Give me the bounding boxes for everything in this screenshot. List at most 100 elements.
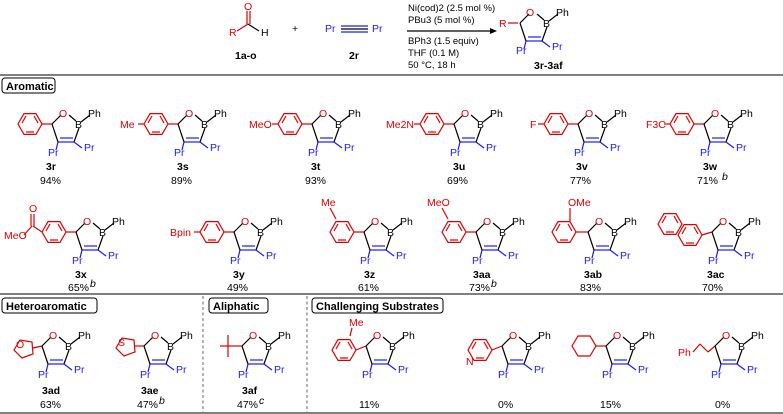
- ring-pr-left: Pr: [472, 255, 483, 267]
- ring-b: B: [525, 341, 532, 353]
- ring-ph: Ph: [642, 330, 655, 342]
- compound-label: 3x: [75, 269, 87, 281]
- compound-label: 3y: [233, 269, 245, 281]
- substituent: OMe: [568, 197, 591, 209]
- alkyne-pr-left: Pr: [325, 23, 336, 35]
- compound-3s: Me O B Ph Pr Pr 3s 89%: [120, 108, 227, 187]
- substituent: MeO: [427, 197, 450, 209]
- condition-temperature: 50 °C, 18 h: [408, 60, 456, 71]
- ring-b: B: [265, 341, 272, 353]
- compound-3v: F O B Ph Pr Pr 3v 77%: [530, 108, 627, 187]
- ring-pr-left: Pr: [574, 147, 585, 159]
- ring-b: B: [99, 227, 106, 239]
- footnote: b: [722, 171, 728, 183]
- substituent: Bpin: [170, 227, 191, 239]
- ring-o: O: [526, 7, 534, 19]
- ring-o: O: [461, 108, 469, 120]
- ring-pr-left: Pr: [584, 255, 595, 267]
- substituent: Me: [120, 119, 135, 131]
- compound-yield: 0%: [715, 399, 730, 411]
- ring-ph: Ph: [180, 330, 193, 342]
- compound-cyclohexyl: O B Ph Pr Pr 15%: [571, 330, 655, 411]
- ring-ph: Ph: [88, 108, 101, 120]
- ring-pr-right: Pr: [274, 364, 285, 376]
- compound-yield: 83%: [580, 282, 601, 294]
- ring-pr-right: Pr: [508, 250, 519, 262]
- ring-ph: Ph: [614, 108, 627, 120]
- ring-pr-right: Pr: [534, 364, 545, 376]
- compound-3y: Bpin O B Ph Pr Pr 3y 49%: [170, 216, 283, 294]
- substituent: MeO: [4, 230, 27, 242]
- ring-ph: Ph: [538, 330, 551, 342]
- compound-yield: 69%: [447, 175, 468, 187]
- ring-ph: Ph: [740, 108, 753, 120]
- ring-b: B: [499, 227, 506, 239]
- substituent: Me2N: [386, 119, 414, 131]
- condition-catalyst: Ni(cod)2 (2.5 mol %): [408, 3, 495, 14]
- compound-yield: 77%: [570, 175, 591, 187]
- ring-b: B: [543, 18, 550, 30]
- ring-o: O: [585, 108, 593, 120]
- ring-o: O: [722, 330, 730, 342]
- compound-yield: 47%: [137, 399, 158, 411]
- compound-3r: O B Ph Pr Pr 3r 94%: [17, 108, 101, 187]
- ring-b: B: [65, 341, 72, 353]
- compound-label: 3ae: [141, 385, 159, 397]
- ring-pr-right: Pr: [74, 364, 85, 376]
- ring-b: B: [738, 341, 745, 353]
- ring-b: B: [611, 227, 618, 239]
- compound-label: 3z: [364, 269, 375, 281]
- ring-ph: Ph: [348, 108, 361, 120]
- substituent: F3C: [646, 119, 666, 131]
- ring-pr-right: Pr: [396, 250, 407, 262]
- ring-pr-right: Pr: [747, 364, 758, 376]
- ring-pr-left: Pr: [516, 45, 527, 57]
- compound-3ae: S O B Ph Pr Pr 3ae 47% b: [115, 330, 193, 411]
- ring-o: O: [371, 216, 379, 228]
- compound-label: 3v: [576, 161, 588, 173]
- compound-3t: MeO O B Ph Pr Pr 3t 93%: [249, 108, 361, 187]
- compound-3ab: OMe O B Ph Pr Pr 3ab 83%: [551, 197, 637, 294]
- ring-b: B: [167, 341, 174, 353]
- product-general-structure: R O B Ph Pr Pr: [499, 7, 569, 57]
- footnote: b: [491, 278, 497, 290]
- compound-yield: 61%: [358, 282, 379, 294]
- ring-pr-left: Pr: [362, 369, 373, 381]
- ring-ph: Ph: [78, 330, 91, 342]
- ring-pr-right: Pr: [620, 250, 631, 262]
- ring-o: O: [509, 330, 517, 342]
- compound-label: 3ac: [707, 269, 725, 281]
- ring-pr-left: Pr: [308, 147, 319, 159]
- ring-pr-right: Pr: [736, 142, 747, 154]
- condition-ligand: PBu3 (5 mol %): [408, 15, 475, 26]
- ring-b: B: [201, 119, 208, 131]
- ring-pr-left: Pr: [230, 255, 241, 267]
- ring-pr-left: Pr: [708, 255, 719, 267]
- ring-o: O: [249, 330, 257, 342]
- ring-b: B: [387, 227, 394, 239]
- ring-o: O: [719, 216, 727, 228]
- ring-pr-right: Pr: [398, 364, 409, 376]
- ring-pr-right: Pr: [108, 250, 119, 262]
- compound-yield: 89%: [171, 175, 192, 187]
- alkyne-pr-right: Pr: [372, 23, 383, 35]
- ring-ph: Ph: [748, 216, 761, 228]
- plus-sign: +: [292, 23, 298, 35]
- section-aromatic: Aromatic: [6, 81, 54, 93]
- ring-b: B: [477, 119, 484, 131]
- compound-3z: Me O B Ph Pr Pr 3z 61%: [321, 197, 413, 294]
- ring-ph: Ph: [270, 216, 283, 228]
- ring-o: O: [483, 216, 491, 228]
- footnote: c: [259, 395, 265, 407]
- ring-o: O: [319, 108, 327, 120]
- heteroatom: O: [16, 339, 24, 351]
- ring-ph: Ph: [112, 216, 125, 228]
- ring-pr-right: Pr: [638, 364, 649, 376]
- footnote: b: [90, 278, 96, 290]
- ring-o: O: [241, 216, 249, 228]
- alkyne-structure: Pr Pr: [325, 23, 383, 35]
- compound-yield: 94%: [40, 175, 61, 187]
- ring-pr-left: Pr: [38, 369, 49, 381]
- ring-ph: Ph: [751, 330, 764, 342]
